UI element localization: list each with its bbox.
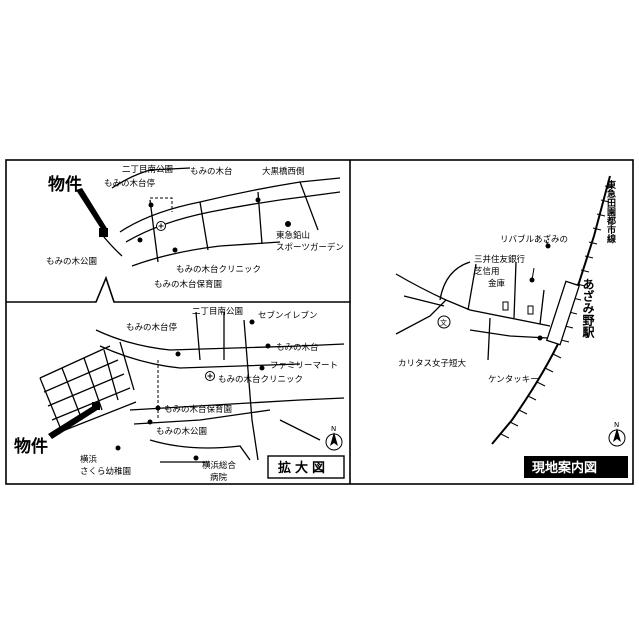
area-road-7 <box>539 289 545 325</box>
zoom-road-7 <box>149 439 251 461</box>
svg-text:文: 文 <box>440 318 447 327</box>
zoom-label-momi-park: もみの木公園 <box>156 426 207 437</box>
area-shiba-marker <box>502 301 509 311</box>
area-railway-label: 東急田園都市線 <box>605 179 617 244</box>
area-road-4 <box>467 263 477 311</box>
map-outer-frame <box>5 159 634 485</box>
area-road-2 <box>403 295 445 307</box>
zoom-label-hospital-1: 横浜総合 <box>202 460 237 471</box>
area-label-sumitomo: 三井住友銀行 <box>474 254 526 265</box>
zoom-kindergarten-marker <box>115 445 121 451</box>
zoom-road-5 <box>195 311 225 361</box>
area-sumitomo-leader <box>531 267 535 281</box>
zoom-road-6 <box>243 319 259 461</box>
zoom-family-marker <box>259 365 265 371</box>
station-box <box>545 280 581 346</box>
area-road-8 <box>469 329 549 339</box>
area-station-label: あざみ野駅 <box>581 278 595 339</box>
zoom-road-4 <box>133 409 271 425</box>
zoom-block-lines <box>39 341 137 433</box>
zoom-label-clinic: もみの木台クリニック <box>218 374 303 385</box>
area-label-caritas: カリタス女子短大 <box>398 358 467 369</box>
zoom-label-nursery: もみの木台保育園 <box>164 404 232 415</box>
zoom-road-8 <box>279 419 321 441</box>
area-label-shiba-1: 芝信用 <box>474 266 500 277</box>
zoom-label-family: ファミリーマート <box>270 361 338 371</box>
zoom-nursery-marker <box>155 405 161 411</box>
zoom-north-label: N <box>331 425 336 433</box>
top-sports-marker <box>285 221 291 227</box>
top-bus-stop-marker <box>148 202 154 208</box>
zoom-park-marker <box>147 419 153 425</box>
top-road-1 <box>111 167 191 189</box>
area-kentucky-marker <box>527 305 534 315</box>
top-road-2 <box>119 177 341 233</box>
area-kentucky-dot <box>537 335 543 341</box>
top-map: 物件 二丁目南公園 もみの木台停 もみの木台 大黒橋西側 東急鉛山 スポーツガー… <box>6 160 351 484</box>
zoom-bus-stop-marker <box>175 351 181 357</box>
top-label-park-south: 二丁目南公園 <box>122 164 173 175</box>
area-north-label: N <box>614 421 619 429</box>
zoom-label-kindergarten-1: 横浜 <box>80 454 98 465</box>
zoom-label-kindergarten-2: さくら幼稚園 <box>80 466 131 477</box>
zoom-property-label: 物件 <box>14 436 48 457</box>
area-road-6 <box>513 261 517 319</box>
top-property-marker <box>99 228 108 237</box>
top-road-8 <box>299 181 319 231</box>
zoom-label-momi-dai: もみの木台 <box>276 342 319 353</box>
area-road-3 <box>395 299 447 335</box>
zoom-road-3 <box>129 397 345 411</box>
railway-hatches <box>500 185 614 439</box>
zoom-property-pointer <box>48 404 99 439</box>
top-label-sports-2: スポーツガーデン <box>276 242 344 253</box>
top-property-pointer <box>76 188 108 232</box>
zoom-label-seven: セブンイレブン <box>258 310 318 321</box>
area-north-arrow: N <box>608 421 626 447</box>
zoom-badge-box <box>267 455 345 479</box>
top-park-marker <box>137 237 143 243</box>
zoom-north-arrow: N <box>325 425 343 451</box>
area-label-kentucky: ケンタッキー <box>488 375 539 385</box>
top-road-4 <box>131 241 281 267</box>
top-road-3 <box>125 191 341 243</box>
area-label-shiba-2: 金庫 <box>488 278 506 289</box>
zoom-badge-label: 拡大図 <box>278 460 329 476</box>
top-road-6 <box>199 201 209 251</box>
area-map: 文 リバブルあざみの 三井住友銀行 芝信用 金庫 カリタス女子短大 ケンタッキー… <box>395 175 628 478</box>
top-label-momi-dai: もみの木台 <box>190 166 233 177</box>
top-label-clinic: もみの木台クリニック <box>176 264 261 275</box>
top-momi-dai-marker <box>255 197 261 203</box>
zoom-label-momi-stop: もみの木台停 <box>126 322 178 333</box>
zoom-hospital-marker <box>193 455 199 461</box>
area-badge-box <box>524 456 628 478</box>
area-label-liberable: リバブルあざみの <box>500 234 568 245</box>
area-road-9 <box>439 261 471 301</box>
zoom-label-hospital-2: 病院 <box>210 472 228 483</box>
top-map-bottom-border <box>6 275 351 484</box>
zoom-map: 物件 二丁目南公園 セブンイレブン もみの木台停 もみの木台 ファミリーマート … <box>14 306 345 483</box>
top-property-label: 物件 <box>48 174 82 195</box>
top-road-10 <box>150 197 173 212</box>
top-nursery-marker <box>172 247 178 253</box>
zoom-label-park-south: 二丁目南公園 <box>192 306 243 317</box>
top-clinic-icon <box>156 221 166 231</box>
area-school-icon: 文 <box>437 315 451 329</box>
zoom-clinic-icon <box>205 371 215 381</box>
zoom-road-2 <box>99 345 301 369</box>
area-road-5 <box>487 317 491 361</box>
zoom-road-1 <box>95 329 345 351</box>
top-label-ookurobashi: 大黒橋西側 <box>262 166 305 177</box>
zoom-momi-dai-marker <box>265 343 271 349</box>
area-badge-label: 現地案内図 <box>532 460 597 476</box>
zoom-seven-marker <box>249 319 255 325</box>
top-label-momi-park: もみの木公園 <box>46 256 97 267</box>
top-label-sports-1: 東急鉛山 <box>276 230 310 241</box>
area-liberable-leader <box>545 239 549 247</box>
top-label-momi-stop: もみの木台停 <box>104 178 156 189</box>
top-label-nursery: もみの木台保育園 <box>154 279 222 290</box>
top-road-5 <box>149 199 159 263</box>
